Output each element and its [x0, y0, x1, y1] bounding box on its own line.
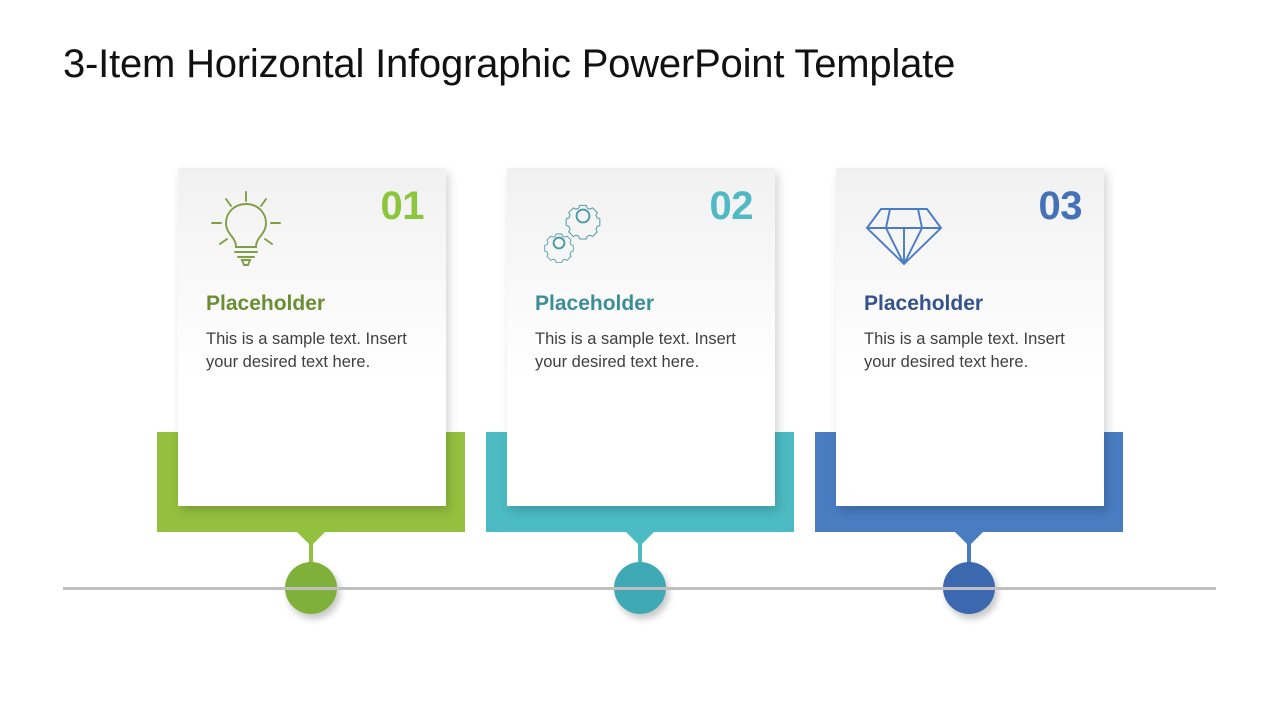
card-3[interactable]: 03 Placeholder This is a sample text. In…	[836, 168, 1104, 506]
lightbulb-icon	[204, 190, 288, 270]
connector-stem-3	[967, 538, 971, 584]
card-body-2: This is a sample text. Insert your desir…	[535, 330, 736, 372]
card-body-1: This is a sample text. Insert your desir…	[206, 330, 407, 372]
card-2[interactable]: 02 Placeholder This is a sample text. In…	[507, 168, 775, 506]
gears-icon	[533, 190, 617, 270]
card-heading-3: Placeholder	[864, 292, 984, 315]
card-number-3: 03	[1038, 184, 1083, 228]
card-body-3: This is a sample text. Insert your desir…	[864, 330, 1065, 372]
card-number-2: 02	[709, 184, 754, 228]
bracket-bottom-3	[815, 504, 1123, 532]
bracket-bottom-1	[157, 504, 465, 532]
connector-stem-1	[309, 538, 313, 584]
bracket-bottom-2	[486, 504, 794, 532]
page-title: 3-Item Horizontal Infographic PowerPoint…	[63, 42, 956, 86]
timeline-baseline	[63, 587, 1216, 590]
card-number-1: 01	[380, 184, 425, 228]
card-heading-1: Placeholder	[206, 292, 326, 315]
connector-stem-2	[638, 538, 642, 584]
diamond-icon	[862, 190, 946, 270]
card-heading-2: Placeholder	[535, 292, 655, 315]
card-1[interactable]: 01 Placeholder This is a sample text. In…	[178, 168, 446, 506]
